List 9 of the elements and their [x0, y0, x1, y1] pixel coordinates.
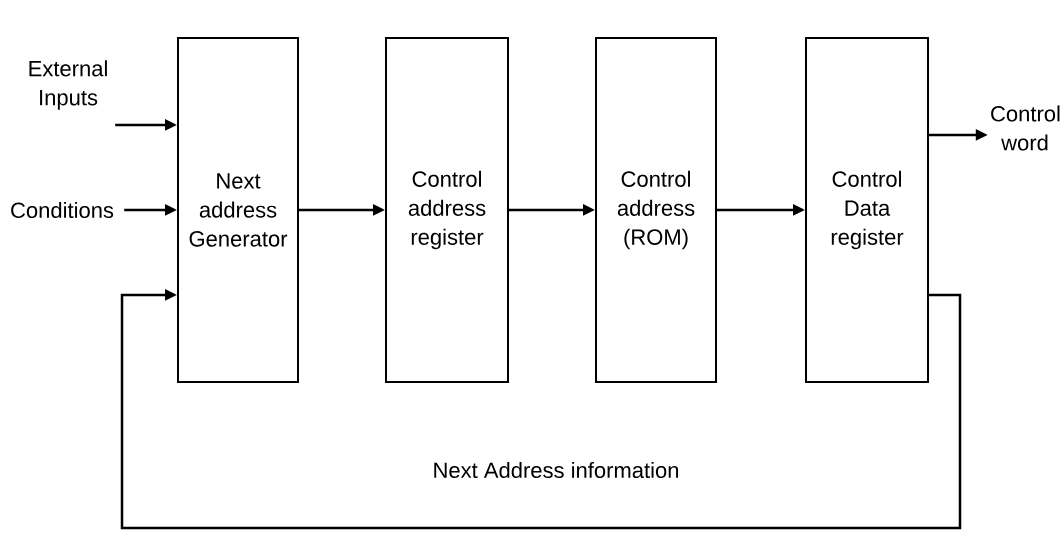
- process-box: Control address (ROM): [595, 37, 717, 383]
- signal-label: Control word: [991, 105, 1060, 151]
- signal-label: Conditions: [11, 201, 114, 219]
- process-box: Control address register: [385, 37, 509, 383]
- signal-label: External Inputs: [29, 60, 107, 110]
- arrow: [120, 289, 962, 530]
- process-box: Next address Generator: [177, 37, 299, 383]
- edge-label: Next Address information: [430, 459, 682, 481]
- process-box: Control Data register: [805, 37, 929, 383]
